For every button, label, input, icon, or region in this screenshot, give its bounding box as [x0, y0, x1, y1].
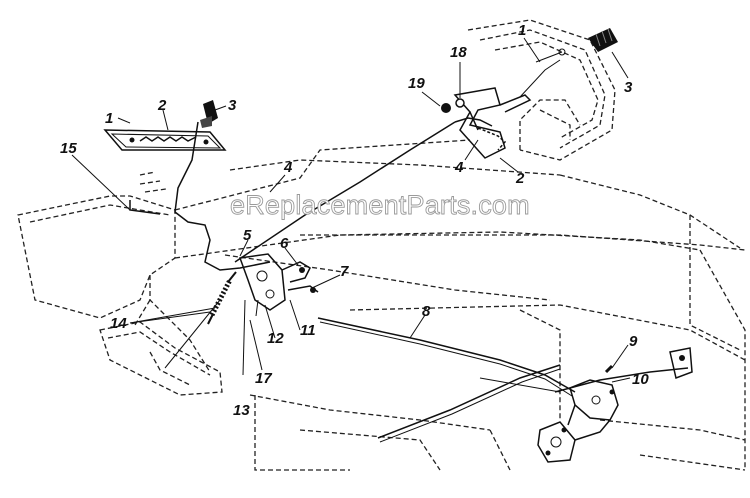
callout-label: 3	[228, 97, 237, 114]
rear-shift-bracket	[441, 28, 618, 159]
shift-plate	[103, 129, 227, 151]
callout-label: 9	[629, 333, 638, 350]
callout-label: 1	[518, 22, 526, 39]
leader-lines	[71, 37, 631, 383]
callout-label: 14	[110, 315, 127, 332]
callout-labels: 1 2 3 15 4 5 6 7 8 9 10 11 12 13 14 17 1…	[60, 22, 649, 419]
callout-label: 12	[267, 330, 284, 347]
callout-label: 13	[233, 402, 250, 419]
callout-label: 7	[340, 263, 349, 280]
rear-lift-arm	[537, 347, 693, 463]
callout-label: 15	[60, 140, 77, 157]
callout-label: 17	[255, 370, 272, 387]
callout-label: 18	[450, 44, 467, 61]
callout-label: 10	[632, 371, 649, 388]
chassis-outline	[17, 19, 746, 471]
control-rods	[234, 121, 689, 443]
bellcrank-assembly	[238, 253, 319, 317]
callout-label: 2	[515, 170, 525, 187]
callout-label: 6	[280, 235, 289, 252]
callout-label: 11	[300, 322, 316, 339]
watermark-text: eReplacementParts.com	[230, 190, 530, 220]
callout-label: 4	[283, 159, 293, 176]
callout-label: 1	[105, 110, 113, 127]
shift-lever	[129, 100, 271, 271]
callout-label: 19	[408, 75, 425, 92]
callout-label: 3	[624, 79, 633, 96]
spring	[207, 271, 237, 325]
footrest-pan	[99, 321, 223, 396]
callout-label: 4	[454, 159, 464, 176]
callout-label: 8	[422, 303, 431, 320]
callout-label: 2	[157, 97, 167, 114]
callout-label: 5	[243, 227, 252, 244]
